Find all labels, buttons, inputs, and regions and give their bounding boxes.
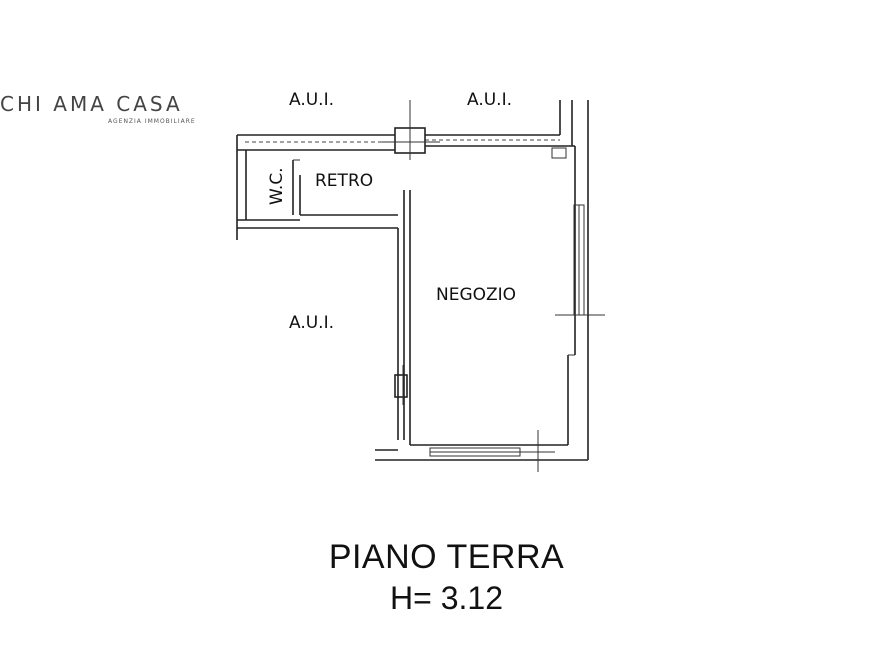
adjacent-unit-label-left: A.U.I. [289,313,334,333]
ceiling-height: H= 3.12 [390,580,503,616]
agency-logo: CHI AMA CASA [0,92,183,116]
room-label-negozio: NEGOZIO [436,285,516,305]
room-label-wc: W.C. [267,167,287,205]
north-wall [237,100,575,160]
floor-title: PIANO TERRA [328,538,565,576]
agency-logo-subtitle: AGENZIA IMMOBILIARE [108,118,196,125]
adjacent-unit-label-top-left: A.U.I. [289,90,334,110]
east-wall [555,100,605,460]
negozio-west-wall [394,190,411,445]
room-label-retro: RETRO [315,171,373,191]
wc-partition [292,159,301,215]
west-wall [236,135,398,240]
adjacent-unit-label-top-right: A.U.I. [467,90,512,110]
south-wall [375,430,588,472]
